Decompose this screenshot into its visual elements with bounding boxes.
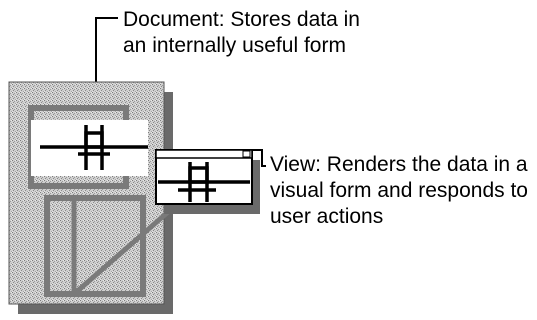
document-label: Document: Stores data in an internally u… (123, 7, 360, 59)
document-grey-square-bottom (44, 195, 146, 297)
view-window (155, 149, 253, 205)
view-label-line1: View: Renders the data in a (270, 153, 528, 176)
view-label-line3: user actions (270, 205, 384, 228)
document-label-line2: an internally useful form (123, 34, 346, 57)
document-cross-shape (40, 125, 148, 170)
view-label: View: Renders the data in a visual form … (270, 152, 528, 230)
document-callout-line (95, 17, 118, 82)
view-window-close-icon (242, 150, 251, 158)
view-label-line2: visual form and responds to (270, 179, 528, 202)
document-label-line1: Document: Stores data in (123, 8, 360, 31)
view-callout-line (252, 149, 266, 167)
view-window-titlebar (155, 149, 253, 159)
view-cross-shape (158, 162, 250, 202)
document-page (8, 81, 165, 305)
